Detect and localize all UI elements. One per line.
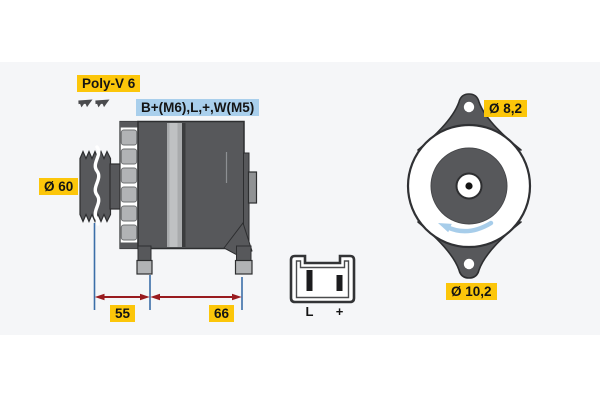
bottom-ear-hole [463, 258, 475, 270]
right-foot-cap [234, 259, 253, 275]
left-foot-cap [136, 259, 153, 275]
stator-band-highlight [169, 123, 178, 247]
b-plus-terminal-block [247, 171, 258, 204]
belt-profile-icons [78, 99, 110, 108]
vent-slot [120, 148, 138, 165]
housing-body [137, 120, 245, 250]
shaft-center-dot [465, 182, 473, 190]
label-top-hole-diameter: Ø 8,2 [484, 100, 528, 117]
label-connector-pin-plus: + [335, 304, 344, 319]
left-mounting-foot [137, 245, 152, 263]
dimension-arrow-66 [150, 293, 242, 301]
label-connector-pin-l: L [305, 304, 314, 319]
dimension-arrow-55 [94, 293, 150, 301]
vent-slot [120, 167, 138, 184]
label-terminals: B+(M6),L,+,W(M5) [136, 99, 260, 116]
vent-slot [120, 205, 138, 222]
vent-slot [120, 186, 138, 203]
label-belt-type: Poly-V 6 [77, 75, 141, 92]
belt-profile-icon [78, 99, 93, 108]
label-pulley-diameter: Ø 60 [39, 178, 79, 195]
vent-slot [120, 129, 138, 146]
rear-view [406, 93, 532, 279]
belt-profile-icon [95, 99, 110, 108]
rotation-arrow-icon [438, 220, 494, 234]
side-view [79, 120, 258, 275]
vent-cap-bottom [120, 242, 138, 249]
pulley-hub [109, 163, 122, 210]
connector-inner-outline [295, 260, 350, 299]
vent-cap-top [120, 121, 138, 128]
dimension-annotations [93, 223, 243, 310]
label-dimension-66: 66 [209, 305, 234, 322]
vent-slots [120, 129, 138, 241]
vent-slot [120, 224, 138, 241]
top-ear-hole [463, 101, 475, 113]
connector-view [289, 254, 356, 304]
right-mounting-foot [236, 245, 252, 263]
connector-pin-right [336, 275, 343, 291]
label-dimension-55: 55 [110, 305, 135, 322]
label-bottom-hole-diameter: Ø 10,2 [446, 283, 497, 300]
shaft-break-line [93, 145, 101, 226]
connector-pin-left [306, 270, 313, 291]
housing-divider [182, 123, 186, 247]
